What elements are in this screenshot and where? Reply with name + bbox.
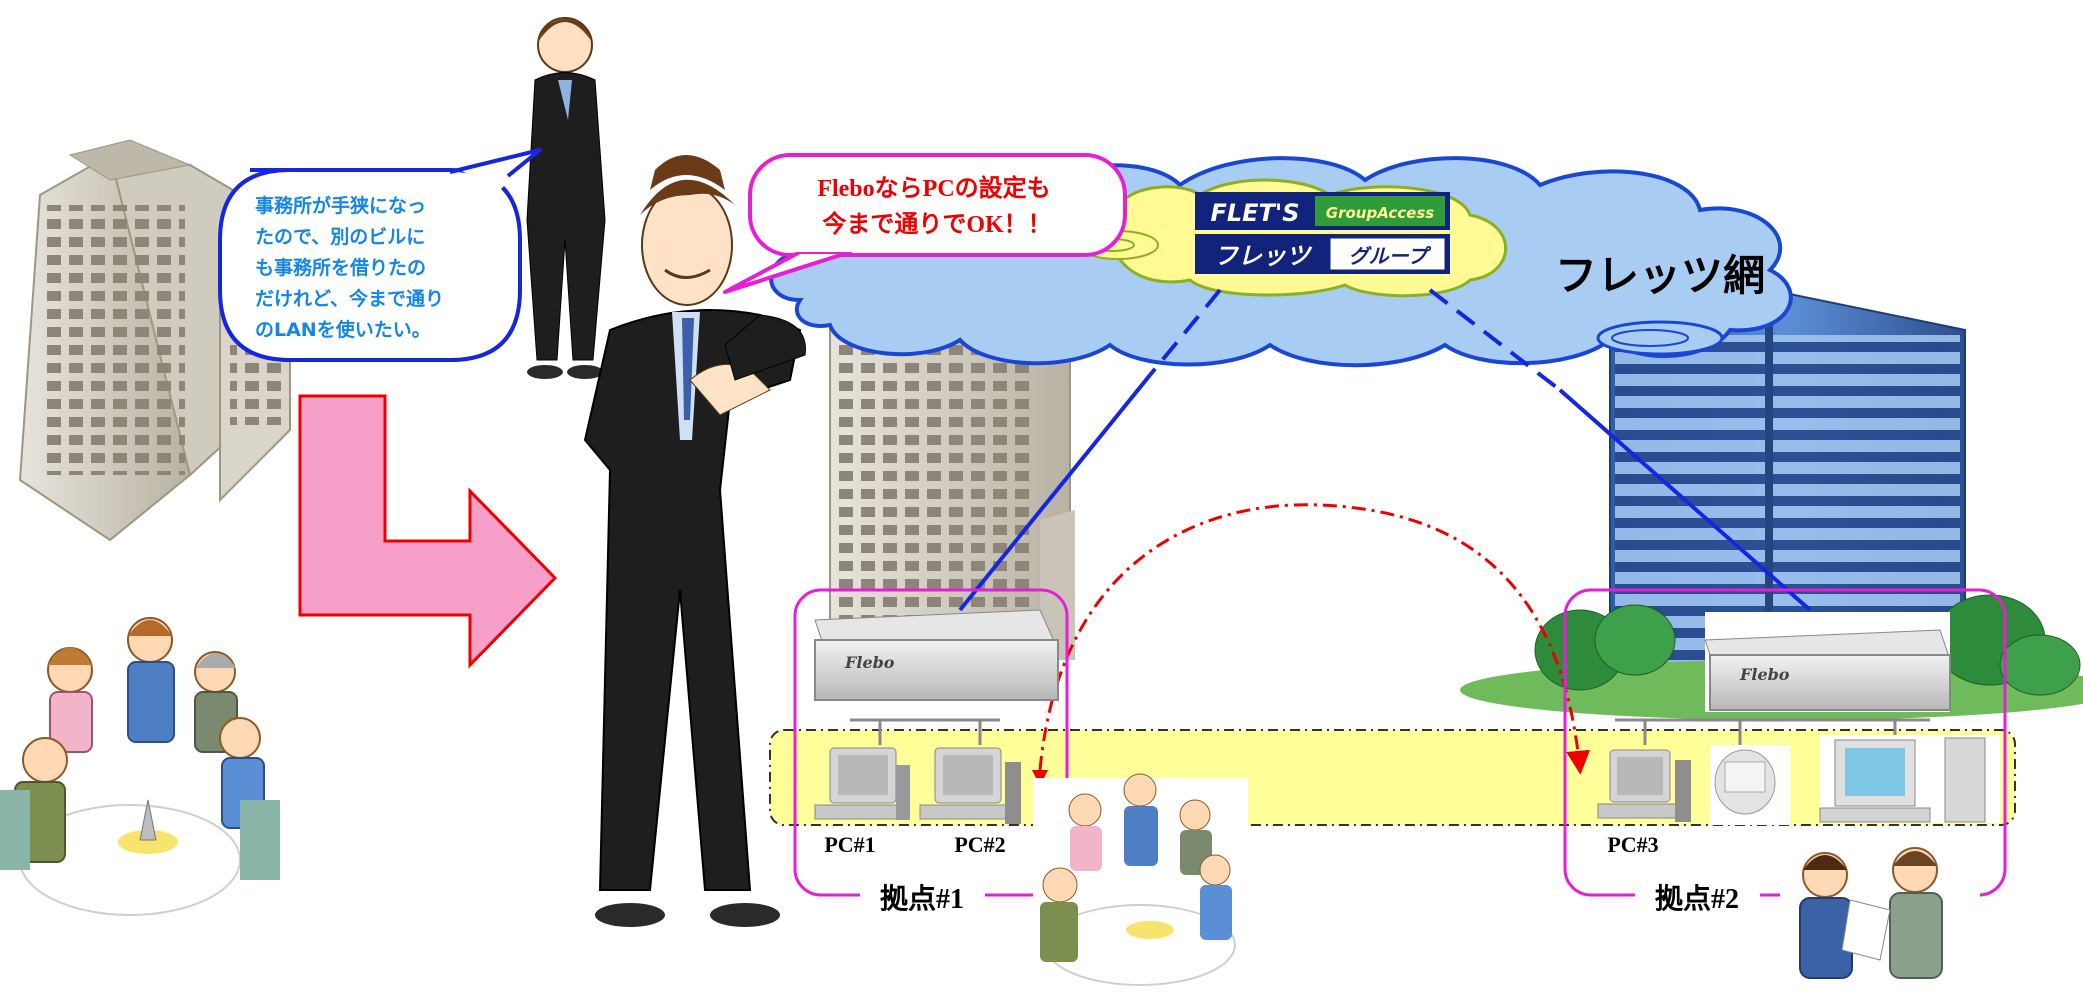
pc-2-label: PC#2	[954, 832, 1005, 857]
site-1: 拠点#1 Flebo PC#1 PC#2	[793, 588, 1069, 920]
vpn-links	[958, 288, 1812, 612]
flets-logo-badge: GroupAccess	[1326, 204, 1434, 222]
speech-left-text: 事務所が手狭になっ たので、別のビルに も事務所を借りたの だけれど、今まで通り…	[255, 194, 451, 341]
meeting-group-left	[0, 617, 280, 916]
speech-right-text: FleboならPCの設定も 今まで通りでOK！！	[817, 174, 1056, 238]
flets-logo-bottom: フレッツ	[1214, 242, 1313, 270]
pc-3-label: PC#3	[1607, 832, 1658, 857]
site-2-label: 拠点#2	[1655, 883, 1739, 915]
speech-bubble-left: 事務所が手狭になっ たので、別のビルに も事務所を借りたの だけれど、今まで通り…	[218, 148, 542, 362]
businessman	[583, 155, 806, 927]
site-1-label: 拠点#1	[880, 883, 964, 915]
relocation-arrow	[298, 394, 558, 669]
pc-3: PC#3	[1597, 749, 1691, 857]
thinking-man	[526, 17, 606, 379]
meeting-group-site1	[1033, 773, 1248, 988]
pc-1-label: PC#1	[824, 832, 875, 857]
pc-2: PC#2	[919, 747, 1021, 857]
site-2: 拠点#2 Flebo PC#3	[1563, 588, 2007, 920]
router-site-2: Flebo	[1704, 612, 1951, 712]
people-reading	[1780, 840, 1980, 995]
speech-bubble-right: FleboならPCの設定も 今まで通りでOK！！	[723, 153, 1127, 294]
desktop-computer	[1819, 735, 2000, 823]
imac-computer	[1710, 745, 1790, 825]
pc-1: PC#1	[814, 747, 910, 857]
flets-logo: FLET'S GroupAccess フレッツ グループ	[1077, 178, 1508, 298]
flets-logo-top: FLET'S	[1210, 199, 1299, 227]
router-brand-2: Flebo	[1739, 665, 1790, 684]
virtual-lan-arc	[1038, 503, 1591, 775]
office-building-right	[1609, 288, 1966, 671]
router-site-1: Flebo	[814, 609, 1059, 701]
flets-logo-bottom-badge: グループ	[1349, 244, 1432, 268]
cloud-label: フレッツ網	[1555, 251, 1765, 300]
router-brand: Flebo	[844, 653, 895, 672]
